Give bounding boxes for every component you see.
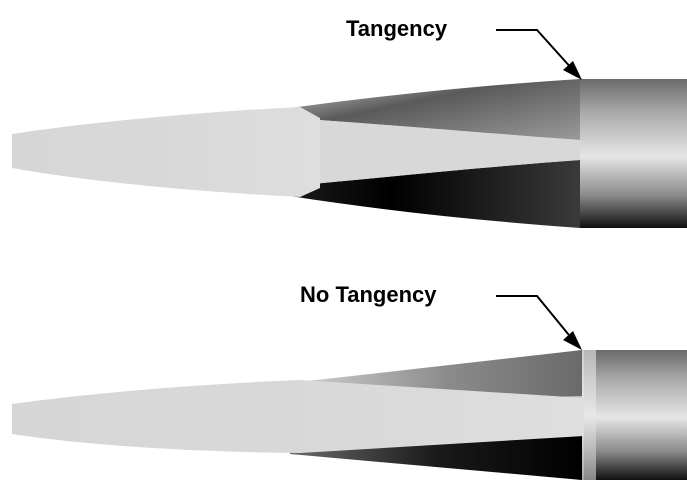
tangency-arrowhead <box>563 61 582 80</box>
no-tangency-arrowhead <box>563 331 582 350</box>
no-tangency-panel: No Tangency <box>12 282 687 480</box>
no-tangency-body <box>584 350 687 480</box>
no-tangency-face <box>578 350 596 480</box>
tangency-label: Tangency <box>346 16 448 41</box>
tangency-tip <box>12 107 320 197</box>
no-tangency-tip <box>12 380 584 453</box>
no-tangency-label: No Tangency <box>300 282 437 307</box>
tangency-leader-line <box>496 29 574 71</box>
tangency-body <box>290 79 687 228</box>
tangency-panel: Tangency <box>12 16 687 228</box>
no-tangency-leader-line <box>496 295 574 341</box>
